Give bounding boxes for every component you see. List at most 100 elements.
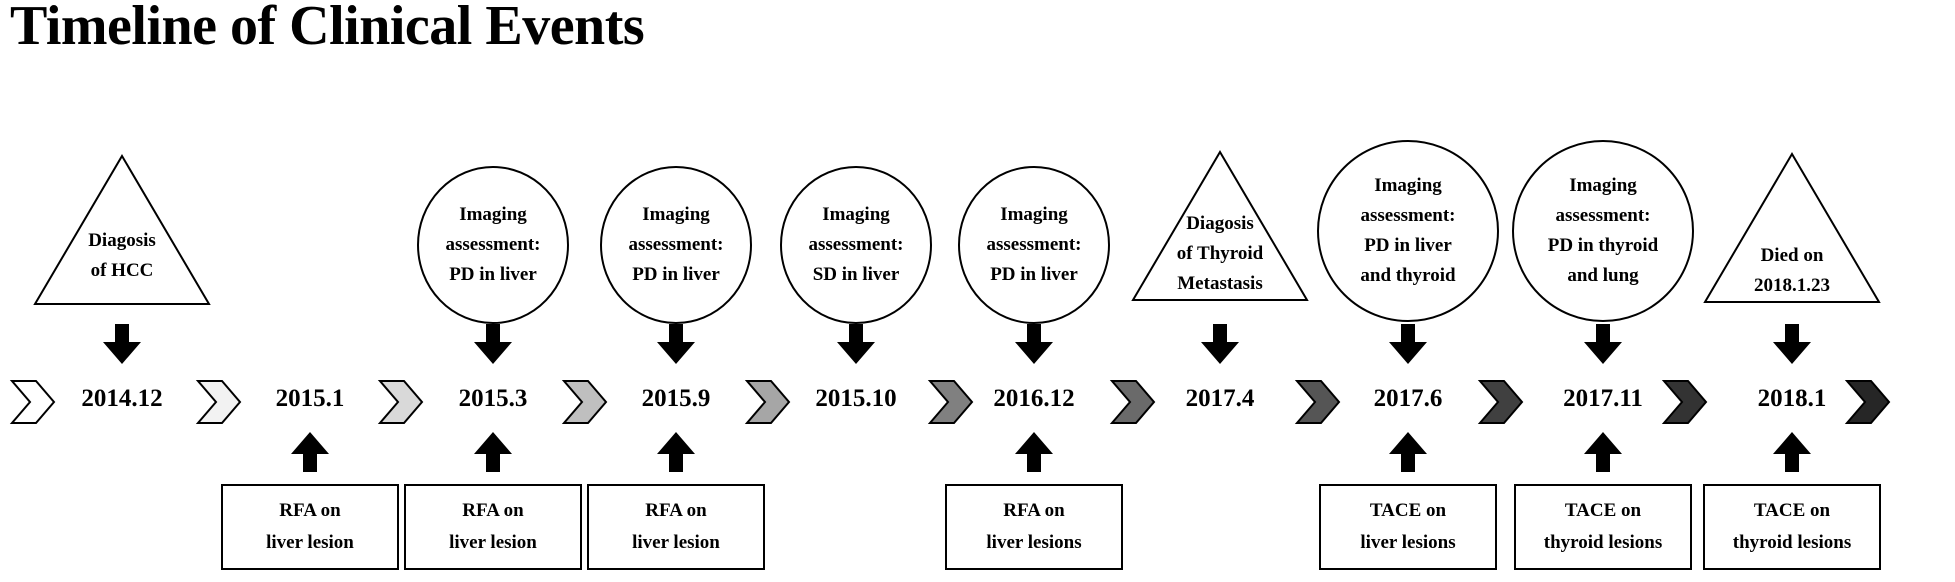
arrow-down-icon (837, 324, 875, 364)
chevron-icon (744, 380, 791, 424)
text-line: assessment: (445, 234, 541, 255)
chevron-icon (561, 380, 608, 424)
text-line: Imaging (1374, 175, 1442, 196)
text-line: assessment: (986, 234, 1082, 255)
event-label: Died on 2018.1.23 (1703, 242, 1881, 300)
text-line: RFA on (645, 500, 707, 521)
chevron-icon (1477, 380, 1524, 424)
event-date: 2017.6 (1373, 385, 1443, 412)
text-line: PD in liver (1364, 235, 1452, 256)
event-label: Imaging assessment: PD in thyroid and lung (1512, 140, 1694, 322)
text-line: and lung (1567, 265, 1639, 286)
text-line: Imaging (1569, 175, 1637, 196)
treatment-box: RFA on liver lesion (221, 484, 399, 570)
arrow-down-icon (657, 324, 695, 364)
treatment-box: RFA on liver lesions (945, 484, 1123, 570)
arrow-up-icon (657, 432, 695, 472)
circle-shape (958, 166, 1110, 324)
text-line: liver lesions (1360, 532, 1456, 553)
circle-shape (600, 166, 752, 324)
triangle-shape (33, 154, 211, 305)
chevron-icon (1294, 380, 1341, 424)
circle-shape (1512, 140, 1694, 322)
text-line: Metastasis (1177, 273, 1263, 294)
arrow-down-icon (474, 324, 512, 364)
event-date: 2017.4 (1185, 385, 1255, 412)
triangle-shape (1703, 152, 1881, 303)
text-line: assessment: (1360, 205, 1456, 226)
arrow-up-icon (1015, 432, 1053, 472)
text-line: TACE on (1369, 500, 1447, 521)
text-line: liver lesion (266, 532, 354, 553)
text-line: liver lesions (986, 532, 1082, 553)
event-label: Imaging assessment: PD in liver and thyroid (1317, 140, 1499, 322)
chevron-icon (1109, 380, 1156, 424)
event-date: 2015.10 (815, 385, 897, 412)
text-line: SD in liver (812, 264, 900, 285)
text-line: Diagosis (88, 230, 156, 251)
arrow-up-icon (1389, 432, 1427, 472)
text-line: liver lesion (449, 532, 537, 553)
arrow-up-icon (291, 432, 329, 472)
text-line: thyroid lesions (1543, 532, 1663, 553)
text-line: PD in thyroid (1547, 235, 1659, 256)
chevron-icon (377, 380, 424, 424)
text-line: RFA on (279, 500, 341, 521)
text-line: Imaging (642, 204, 710, 225)
treatment-box: TACE on liver lesions (1319, 484, 1497, 570)
event-date: 2017.11 (1563, 385, 1643, 412)
treatment-box: TACE on thyroid lesions (1703, 484, 1881, 570)
text-line: of Thyroid (1176, 243, 1264, 264)
chevron-icon (927, 380, 974, 424)
text-line: Imaging (1000, 204, 1068, 225)
event-date: 2015.3 (458, 385, 528, 412)
event-label: Imaging assessment: PD in liver (600, 166, 752, 324)
text-line: 2018.1.23 (1754, 275, 1830, 296)
event-date: 2015.1 (275, 385, 345, 412)
text-line: PD in liver (449, 264, 537, 285)
treatment-box: RFA on liver lesion (404, 484, 582, 570)
event-date: 2014.12 (81, 385, 163, 412)
arrow-down-icon (1015, 324, 1053, 364)
arrow-up-icon (1584, 432, 1622, 472)
circle-shape (780, 166, 932, 324)
treatment-box: TACE on thyroid lesions (1514, 484, 1692, 570)
arrow-up-icon (474, 432, 512, 472)
triangle-shape (1131, 150, 1309, 301)
text-line: assessment: (1555, 205, 1651, 226)
text-line: assessment: (808, 234, 904, 255)
event-date: 2015.9 (641, 385, 711, 412)
text-line: Imaging (822, 204, 890, 225)
text-line: Died on (1760, 245, 1824, 266)
text-line: RFA on (1003, 500, 1065, 521)
text-line: assessment: (628, 234, 724, 255)
text-line: RFA on (462, 500, 524, 521)
event-date: 2018.1 (1757, 385, 1827, 412)
arrow-up-icon (1773, 432, 1811, 472)
chevron-icon (9, 380, 56, 424)
chevron-icon (195, 380, 242, 424)
event-label: Diagosis of HCC (33, 224, 211, 288)
arrow-down-icon (103, 324, 141, 364)
event-label: Imaging assessment: PD in liver (958, 166, 1110, 324)
arrow-down-icon (1389, 324, 1427, 364)
circle-shape (1317, 140, 1499, 322)
arrow-down-icon (1584, 324, 1622, 364)
text-line: Diagosis (1186, 213, 1254, 234)
arrow-down-icon (1201, 324, 1239, 364)
text-line: Imaging (459, 204, 527, 225)
text-line: PD in liver (632, 264, 720, 285)
event-date: 2016.12 (993, 385, 1075, 412)
text-line: TACE on (1564, 500, 1642, 521)
treatment-box: RFA on liver lesion (587, 484, 765, 570)
chevron-icon (1844, 380, 1891, 424)
arrow-down-icon (1773, 324, 1811, 364)
text-line: and thyroid (1360, 265, 1456, 286)
text-line: of HCC (90, 260, 154, 281)
chevron-icon (1661, 380, 1708, 424)
text-line: thyroid lesions (1732, 532, 1852, 553)
text-line: PD in liver (990, 264, 1078, 285)
text-line: TACE on (1753, 500, 1831, 521)
text-line: liver lesion (632, 532, 720, 553)
